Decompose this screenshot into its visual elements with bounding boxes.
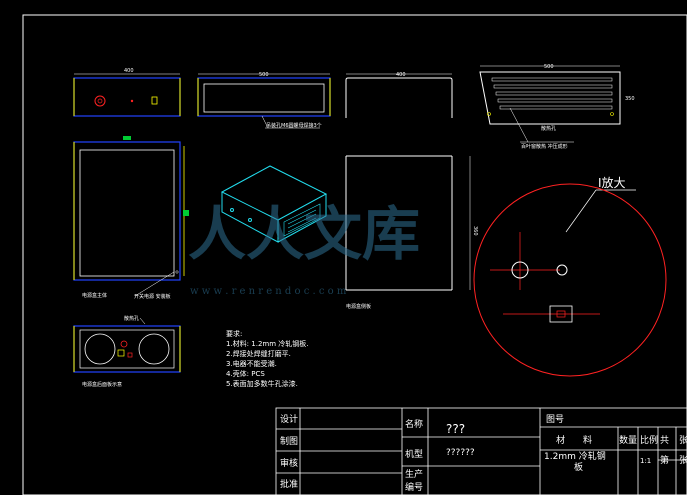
dim-rear-width: 500 <box>544 64 554 70</box>
req-item-4: 4.壳体: PCS <box>226 369 265 378</box>
label-panel-text: 电源盒主体 <box>82 292 107 299</box>
watermark-url: w w w . r e n r e n d o c . c o m <box>190 286 347 297</box>
tb-number-label: 编号 <box>405 481 423 493</box>
dim-side-height: 360 <box>472 226 478 236</box>
dim-rear-height: 350 <box>625 96 635 102</box>
watermark: 人人文库 w w w . r e n r e n d o c . c o m <box>188 200 420 297</box>
tb-drawing-no: 图号 <box>546 414 564 425</box>
tb-model-label: 机型 <box>405 448 423 460</box>
dim-side-width: 500 <box>259 72 269 78</box>
tb-sheet-no-unit: 张 <box>679 455 687 466</box>
tb-model-value: ?????? <box>446 448 475 458</box>
detail-circle: I放大 <box>473 175 667 377</box>
title-block <box>275 407 687 495</box>
tb-sheet-total: 共 <box>660 435 669 446</box>
tb-approve: 批准 <box>280 478 298 490</box>
req-item-5: 5.表面加多数牛孔涂漆. <box>226 379 298 388</box>
tb-draw: 制图 <box>280 435 298 447</box>
tb-name-value: ??? <box>446 422 465 436</box>
rear-view: 500 350 百叶窗散热 冲压成形 散热孔 <box>479 64 635 150</box>
dim-front-width: 400 <box>124 68 134 74</box>
isometric-view <box>220 165 328 243</box>
req-item-1: 1.材料: 1.2mm 冷轧钢板. <box>226 339 308 348</box>
label-rear-panel: 电源盒后面板示意 <box>82 381 122 388</box>
req-title: 要求: <box>226 329 242 338</box>
note-rear: 百叶窗散热 冲压成形 <box>521 143 568 150</box>
label-panel: 电源盒主体 <box>82 292 107 299</box>
fan-panel: 散热孔 电源盒后面板示意 <box>73 315 181 388</box>
note-rear-bottom: 散热孔 <box>541 125 556 132</box>
watermark-brand: 人人文库 <box>188 200 420 268</box>
req-item-3: 3.电器不能受潮. <box>226 359 277 368</box>
dim-top-width: 400 <box>396 72 406 78</box>
top-view: 400 <box>345 72 453 118</box>
tb-design: 设计 <box>280 413 298 425</box>
tb-material-value-2: 板 <box>574 461 583 473</box>
label-panel-side: 开关电源 安装板 <box>134 293 171 300</box>
sheet-border <box>22 14 687 495</box>
tb-check: 审核 <box>280 457 298 469</box>
req-item-2: 2.焊接处焊缝打磨平. <box>226 349 291 358</box>
main-panel: 电源盒主体 开关电源 安装板 <box>73 136 189 300</box>
requirements: 要求: 1.材料: 1.2mm 冷轧钢板. 2.焊接处焊缝打磨平. 3.电器不能… <box>226 329 308 388</box>
tb-scale-value: 1:1 <box>640 457 651 465</box>
tb-qty: 数量 <box>619 434 637 446</box>
fan-label: 散热孔 <box>124 315 139 322</box>
tb-scale: 比例 <box>640 434 658 446</box>
tb-material-value: 1.2mm 冷轧钢 <box>544 450 606 462</box>
label-side-panel: 电源盒侧板 <box>346 303 371 310</box>
tb-material: 材 料 <box>556 434 592 446</box>
tb-sheet-no: 第 <box>660 454 669 466</box>
side-panel: 360 电源盒侧板 <box>345 155 478 310</box>
tb-sheet-total-unit: 张 <box>679 435 687 446</box>
side-view: 500 吊装孔M6圆螺母焊接3个 <box>197 72 331 129</box>
tb-prod-label: 生产 <box>405 468 423 480</box>
front-view: 400 <box>73 68 181 117</box>
note-front: 吊装孔M6圆螺母焊接3个 <box>266 122 322 129</box>
tb-name-label: 名称 <box>405 418 423 430</box>
title-block-text: 设计 制图 审核 批准 名称 ??? 机型 ?????? 生产 编号 图号 材 … <box>280 413 687 493</box>
detail-label: I放大 <box>598 175 626 190</box>
